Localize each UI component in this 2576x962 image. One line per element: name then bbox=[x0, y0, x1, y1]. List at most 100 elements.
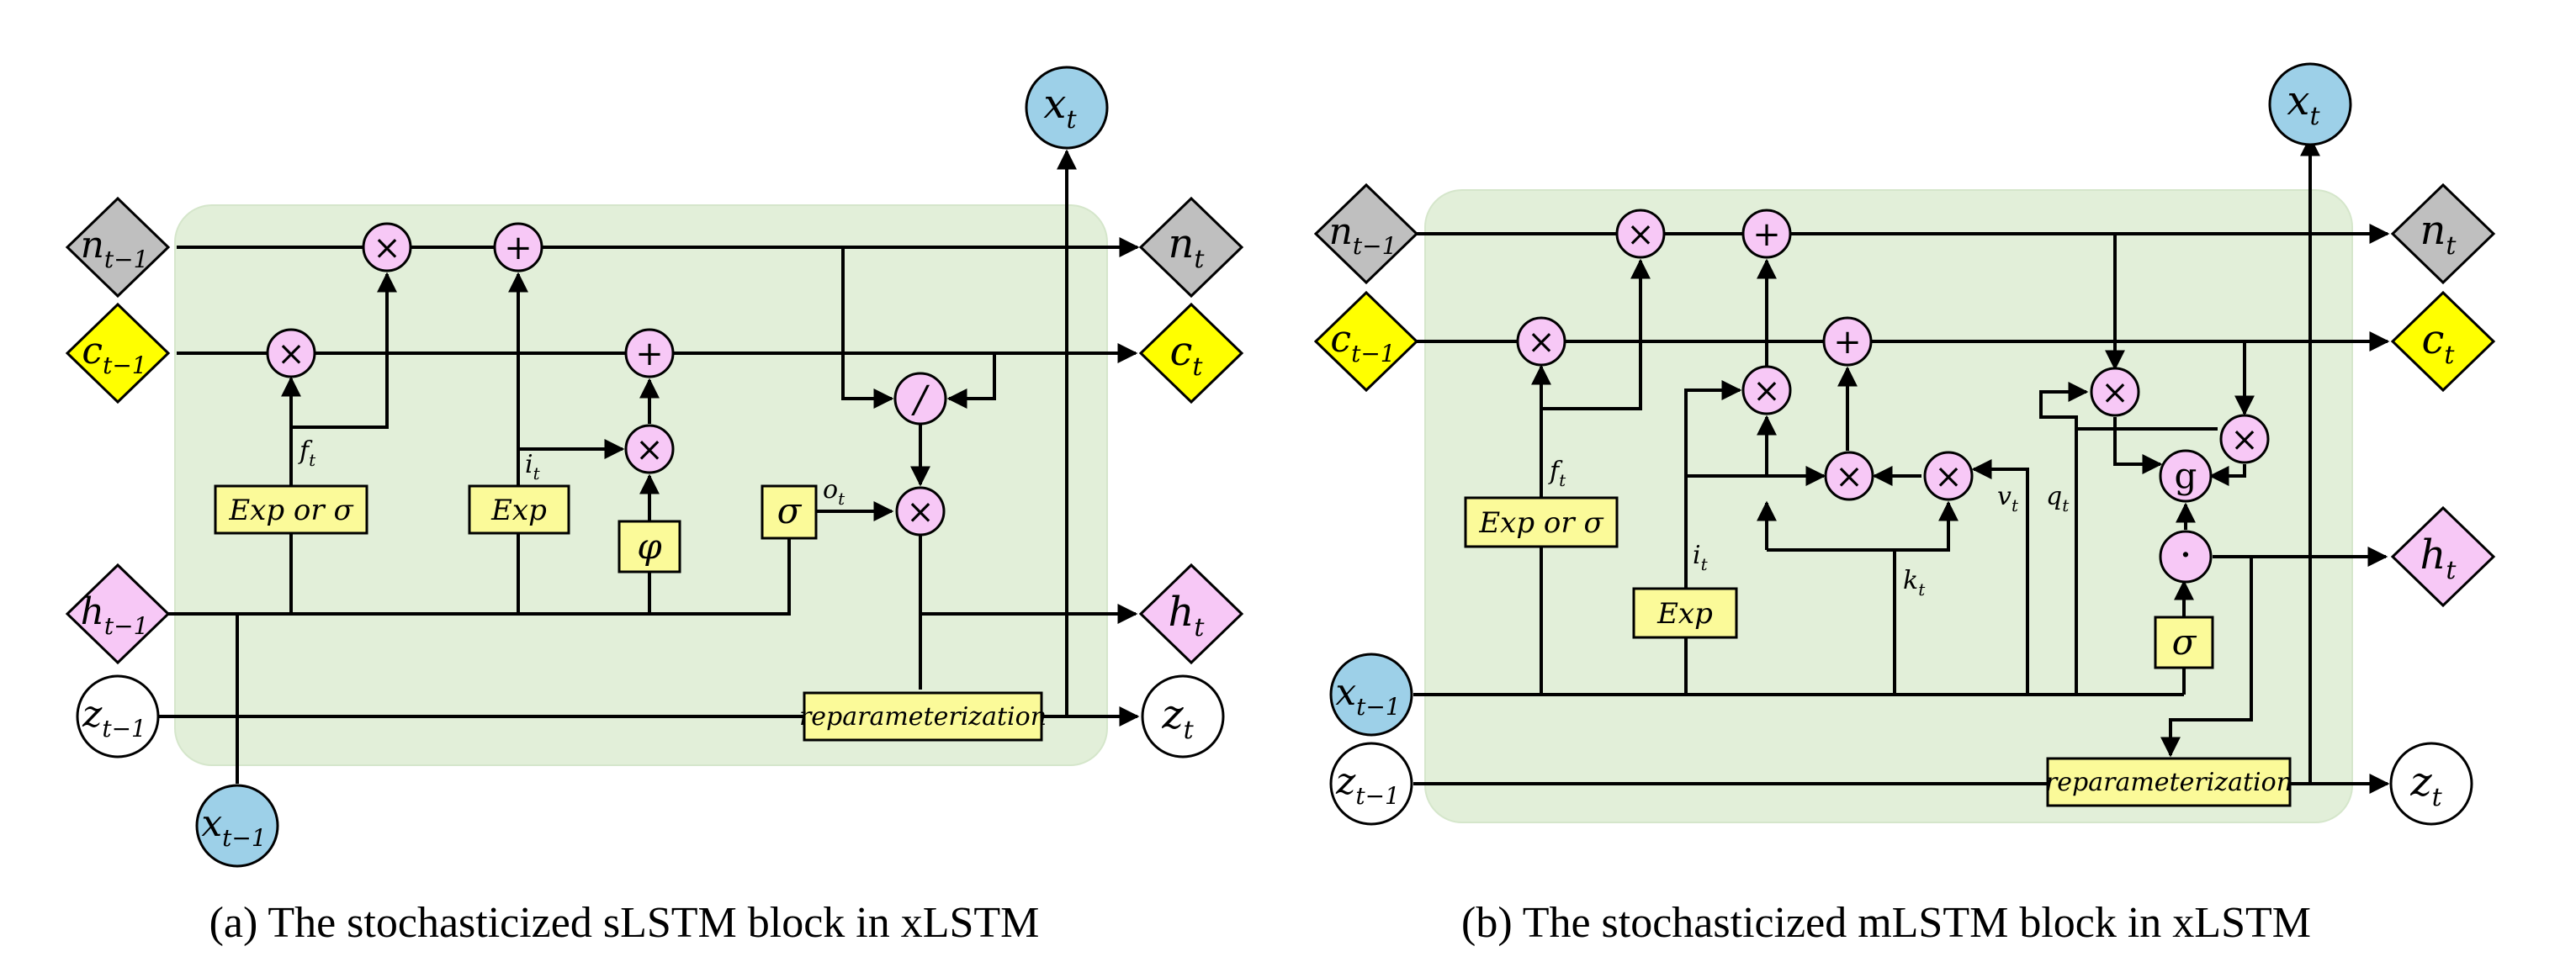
svg-text:zt: zt bbox=[1161, 691, 1194, 745]
svg-text:reparameterization: reparameterization bbox=[799, 702, 1047, 732]
b-label-i: it bbox=[1693, 541, 1709, 574]
svg-text:zt−1: zt−1 bbox=[82, 693, 146, 743]
svg-text:×: × bbox=[373, 229, 401, 267]
svg-text:×: × bbox=[1626, 215, 1655, 254]
b-mul-input-n: × bbox=[1741, 365, 1792, 415]
a-mul-output: × bbox=[895, 486, 946, 536]
b-input-c-prev: ct−1 bbox=[1313, 290, 1419, 393]
a-label-o: ot bbox=[823, 475, 845, 509]
svg-text:xt−1: xt−1 bbox=[201, 802, 266, 852]
panel-a-wires bbox=[128, 149, 1140, 784]
b-sigma: σ bbox=[2154, 616, 2214, 669]
b-input-x-prev: xt−1 bbox=[1329, 653, 1413, 737]
a-forget-activation: Exp or σ bbox=[214, 484, 368, 535]
svg-text:×: × bbox=[2230, 420, 2259, 459]
panel-b-boxes: Exp or σ Exp σ reparameterization bbox=[1464, 496, 2292, 807]
a-input-n-prev: nt−1 bbox=[65, 196, 171, 299]
svg-text:+: + bbox=[1833, 323, 1862, 362]
panel-b-background bbox=[1424, 189, 2353, 823]
panel-a-outputs: xt nt ct ht zt bbox=[1025, 66, 1244, 758]
svg-text:nt: nt bbox=[2420, 207, 2457, 261]
b-label-v: vt bbox=[1997, 482, 2019, 515]
panel-a-ops: × + × + × / × bbox=[266, 222, 947, 536]
svg-text:×: × bbox=[277, 335, 305, 373]
svg-text:×: × bbox=[1934, 457, 1963, 496]
svg-text:×: × bbox=[1752, 372, 1781, 410]
svg-text:×: × bbox=[635, 431, 664, 469]
panel-b-mlstm: × + × + × × × bbox=[1313, 62, 2496, 947]
svg-text:ct: ct bbox=[1170, 328, 1204, 382]
svg-text:xt−1: xt−1 bbox=[1335, 671, 1400, 721]
a-add-n: + bbox=[493, 222, 543, 272]
panel-b-outputs: xt nt ct ht zt bbox=[2268, 62, 2496, 826]
b-label-q: qt bbox=[2046, 482, 2070, 515]
a-input-h-prev: ht−1 bbox=[65, 563, 171, 665]
svg-text:×: × bbox=[1527, 323, 1556, 362]
b-dot-op: · bbox=[2159, 530, 2213, 584]
svg-text:ct: ct bbox=[2422, 316, 2456, 370]
b-output-z: zt bbox=[2389, 742, 2473, 826]
panel-a-caption: (a) The stochasticized sLSTM block in xL… bbox=[209, 899, 1040, 947]
svg-text:xt: xt bbox=[2287, 77, 2320, 131]
panel-b-caption: (b) The stochasticized mLSTM block in xL… bbox=[1461, 899, 2311, 947]
panel-a-slstm: × + × + × / × bbox=[65, 66, 1244, 947]
svg-text:g: g bbox=[2175, 455, 2197, 496]
svg-text:Exp or σ: Exp or σ bbox=[1478, 506, 1603, 540]
svg-text:nt−1: nt−1 bbox=[81, 224, 149, 273]
a-sigma: σ bbox=[761, 484, 818, 540]
svg-text:ht: ht bbox=[1169, 589, 1206, 642]
panel-a-inputs: nt−1 ct−1 ht−1 zt−1 xt−1 bbox=[65, 196, 279, 868]
a-output-h: ht bbox=[1138, 563, 1244, 665]
svg-text:×: × bbox=[906, 493, 935, 531]
svg-text:+: + bbox=[504, 229, 533, 267]
svg-text:+: + bbox=[635, 335, 664, 373]
panel-b-ops: × + × + × × × bbox=[1516, 209, 2270, 584]
svg-text:xt: xt bbox=[1043, 81, 1077, 135]
a-add-c: + bbox=[624, 328, 675, 378]
b-reparameterization: reparameterization bbox=[2045, 757, 2292, 807]
b-input-n-prev: nt−1 bbox=[1313, 182, 1419, 285]
b-output-c: ct bbox=[2390, 290, 2496, 393]
b-mul-qn: × bbox=[2090, 367, 2140, 417]
a-phi: φ bbox=[617, 520, 681, 574]
b-mul-qc: × bbox=[2219, 414, 2270, 464]
b-mul-forget-n: × bbox=[1615, 209, 1666, 259]
svg-text:×: × bbox=[2101, 373, 2129, 412]
b-input-z-prev: zt−1 bbox=[1329, 742, 1413, 826]
svg-text:ct−1: ct−1 bbox=[1330, 318, 1395, 367]
svg-text:nt−1: nt−1 bbox=[1329, 210, 1397, 260]
a-reparameterization: reparameterization bbox=[799, 691, 1047, 742]
b-g-op: g bbox=[2159, 449, 2213, 503]
a-label-i: it bbox=[525, 450, 541, 484]
svg-text:ht−1: ht−1 bbox=[81, 590, 149, 640]
a-input-x-prev: xt−1 bbox=[195, 784, 279, 868]
svg-text:reparameterization: reparameterization bbox=[2045, 768, 2292, 797]
a-mul-forget-n: × bbox=[362, 222, 412, 272]
svg-text:φ: φ bbox=[637, 526, 662, 567]
svg-text:σ: σ bbox=[777, 490, 803, 531]
b-mul-input-c: × bbox=[1824, 451, 1874, 501]
b-output-x: xt bbox=[2268, 62, 2352, 146]
b-label-k: kt bbox=[1903, 566, 1926, 600]
svg-text:·: · bbox=[2179, 531, 2192, 579]
a-input-c-prev: ct−1 bbox=[65, 302, 171, 404]
svg-text:/: / bbox=[911, 378, 930, 421]
b-add-c: + bbox=[1822, 316, 1873, 367]
svg-text:zt: zt bbox=[2409, 758, 2442, 812]
a-output-n: nt bbox=[1138, 196, 1244, 299]
svg-text:+: + bbox=[1752, 215, 1781, 254]
b-mul-kv: × bbox=[1923, 451, 1974, 501]
b-forget-activation: Exp or σ bbox=[1464, 496, 1619, 548]
b-add-n: + bbox=[1741, 209, 1792, 259]
svg-text:zt−1: zt−1 bbox=[1335, 760, 1400, 810]
a-input-z-prev: zt−1 bbox=[76, 674, 160, 758]
panel-a-boxes: Exp or σ Exp φ σ reparameterization bbox=[214, 484, 1047, 742]
svg-text:Exp: Exp bbox=[490, 494, 547, 527]
b-output-n: nt bbox=[2390, 182, 2496, 285]
panel-b-wires bbox=[1413, 135, 2390, 794]
svg-text:Exp or σ: Exp or σ bbox=[228, 494, 353, 527]
a-mul-input: × bbox=[624, 424, 675, 474]
a-output-c: ct bbox=[1138, 302, 1244, 404]
panel-b-inputs: nt−1 ct−1 xt−1 zt−1 bbox=[1313, 182, 1419, 826]
